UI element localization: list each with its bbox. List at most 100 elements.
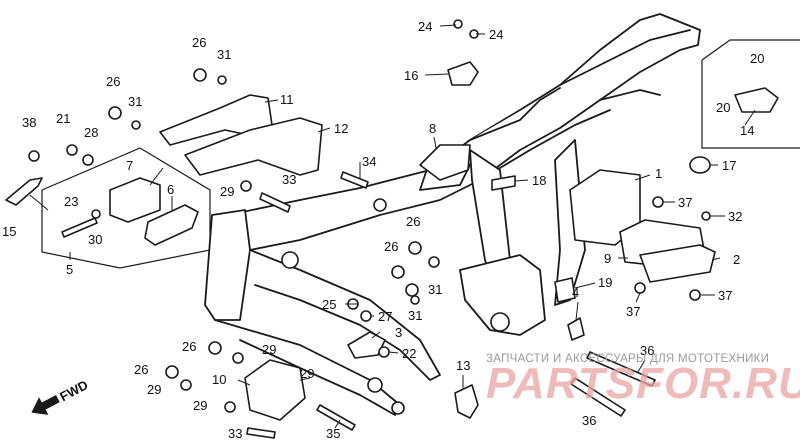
callout-29: 29 — [220, 184, 234, 199]
part-2-bracket — [639, 244, 716, 283]
part-12-bracket — [184, 117, 323, 176]
part-15-clip — [5, 177, 43, 206]
callout-15: 15 — [2, 224, 16, 239]
part-17-grommet — [689, 156, 711, 174]
callout-36: 36 — [582, 413, 596, 428]
callout-31: 31 — [217, 47, 231, 62]
part-13-bracket — [454, 384, 479, 419]
part-34-bolt — [340, 171, 369, 189]
callout-24: 24 — [489, 27, 503, 42]
callout-31: 31 — [128, 94, 142, 109]
part-31-nut — [410, 295, 420, 305]
callout-26: 26 — [406, 214, 420, 229]
callout-26: 26 — [134, 362, 148, 377]
part-28-washer — [82, 154, 94, 166]
callout-27: 27 — [378, 309, 392, 324]
fwd-direction-indicator: FWD — [31, 377, 90, 415]
callout-29: 29 — [147, 382, 161, 397]
part-26-collar — [405, 283, 419, 297]
leader-lines — [29, 24, 756, 429]
callout-9: 9 — [604, 251, 611, 266]
part-36-bolt-upper — [586, 351, 656, 387]
part-7-block — [109, 177, 161, 223]
callout-31: 31 — [408, 308, 422, 323]
part-26-collar — [165, 365, 179, 379]
callout-23: 23 — [64, 194, 78, 209]
part-16-clamp — [447, 61, 479, 86]
part-29-nut — [240, 180, 252, 192]
main-frame — [204, 13, 701, 416]
part-31-nut — [217, 75, 227, 85]
callout-19: 19 — [598, 275, 612, 290]
callout-2: 2 — [733, 252, 740, 267]
callout-3: 3 — [395, 325, 402, 340]
part-26-collar — [108, 106, 122, 120]
callout-37: 37 — [626, 304, 640, 319]
callout-1: 1 — [655, 166, 662, 181]
callout-20: 20 — [716, 100, 730, 115]
part-21-bolt — [66, 144, 78, 156]
part-4-clip — [567, 317, 585, 341]
callout-29: 29 — [193, 398, 207, 413]
callout-21: 21 — [56, 111, 70, 126]
part-27-nut — [360, 310, 372, 322]
callout-26: 26 — [182, 339, 196, 354]
callout-7: 7 — [126, 158, 133, 173]
part-31-nut — [428, 256, 440, 268]
callout-6: 6 — [167, 182, 174, 197]
part-36-bolt-lower — [570, 377, 626, 417]
callout-11: 11 — [280, 92, 294, 107]
callout-26: 26 — [106, 74, 120, 89]
fwd-arrow-icon — [31, 395, 60, 415]
inset-box — [701, 39, 800, 149]
callout-36: 36 — [640, 343, 654, 358]
callout-17: 17 — [722, 158, 736, 173]
part-37-bolt — [634, 282, 646, 294]
part-26-collar — [208, 341, 222, 355]
callout-18: 18 — [532, 173, 546, 188]
callout-28: 28 — [84, 125, 98, 140]
part-10-plate — [244, 359, 306, 421]
callout-10: 10 — [212, 372, 226, 387]
callout-37: 37 — [678, 195, 692, 210]
part-31-nut — [131, 120, 141, 130]
part-37-bolt — [689, 289, 701, 301]
part-23-bolt — [61, 217, 98, 238]
part-6-rubber — [144, 204, 199, 246]
callout-26: 26 — [384, 239, 398, 254]
callout-26: 26 — [192, 35, 206, 50]
watermark: ЗАПЧАСТИ И АКСЕССУАРЫ ДЛЯ МОТОТЕХНИКИ PA… — [486, 353, 800, 408]
part-26-collar — [408, 241, 422, 255]
callout-37: 37 — [718, 288, 732, 303]
callout-35: 35 — [326, 426, 340, 441]
callout-25: 25 — [322, 297, 336, 312]
callout-34: 34 — [362, 154, 376, 169]
callout-4: 4 — [572, 285, 579, 300]
part-26-collar — [193, 68, 207, 82]
callout-33: 33 — [228, 426, 242, 441]
part-37-bolt — [652, 196, 664, 208]
part-33-bolt-upper — [259, 192, 291, 213]
callout-labels: 1 2 3 4 5 6 7 8 9 10 11 12 13 14 15 16 1… — [2, 19, 764, 441]
callout-14: 14 — [740, 123, 754, 138]
callout-32: 32 — [728, 209, 742, 224]
part-22-nut — [378, 346, 390, 358]
part-18-bolt — [491, 175, 516, 191]
callout-30: 30 — [88, 232, 102, 247]
callout-38: 38 — [22, 115, 36, 130]
watermark-brand: PARTSFOR.RU — [486, 359, 800, 408]
part-14-cover — [734, 87, 779, 113]
part-30-nut — [91, 209, 101, 219]
callout-20: 20 — [750, 51, 764, 66]
callout-31: 31 — [428, 282, 442, 297]
callout-33: 33 — [282, 172, 296, 187]
part-29-nut — [180, 379, 192, 391]
callout-8: 8 — [429, 121, 436, 136]
callout-12: 12 — [334, 121, 348, 136]
part-24-bolt — [453, 19, 463, 29]
callout-29: 29 — [262, 342, 276, 357]
part-8-cover — [419, 144, 471, 181]
callout-29: 29 — [300, 366, 314, 381]
